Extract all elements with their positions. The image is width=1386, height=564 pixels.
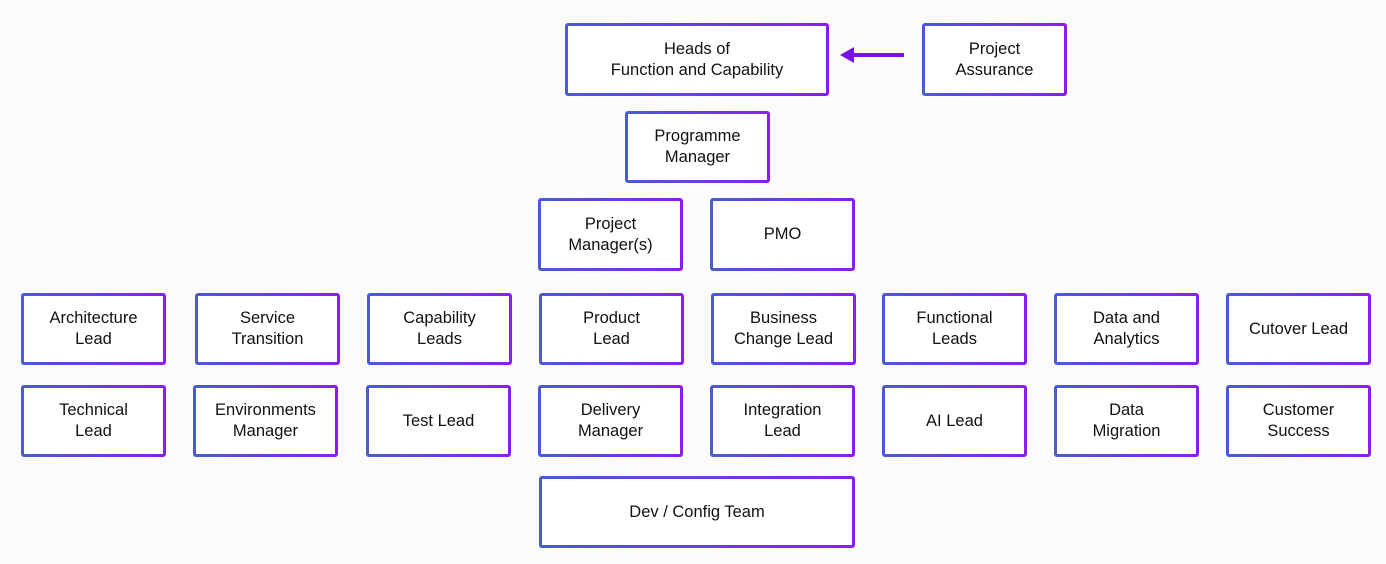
heads-of-function-box: Heads of Function and Capability (565, 23, 829, 96)
dev-config-team-label: Dev / Config Team (629, 502, 765, 521)
pmo-label: PMO (763, 225, 802, 243)
heads-of-function-label: Heads of Function and Capability (610, 39, 784, 79)
capability-leads-box: Capability Leads (367, 293, 512, 365)
test-lead-box: Test Lead (366, 385, 511, 457)
lead-label: Functional Leads (916, 309, 993, 348)
arrow-left-icon (840, 47, 904, 63)
lead-label: Data Migration (1092, 401, 1161, 440)
project-assurance-box: Project Assurance (922, 23, 1067, 96)
data-and-analytics-box: Data and Analytics (1054, 293, 1199, 365)
pmo-box: PMO (710, 198, 855, 271)
architecture-lead-box: Architecture Lead (21, 293, 166, 365)
programme-manager-box: Programme Manager (625, 111, 770, 183)
dev-config-team-box: Dev / Config Team (539, 476, 855, 548)
lead-label: Data and Analytics (1093, 309, 1160, 348)
ai-lead-box: AI Lead (882, 385, 1027, 457)
customer-success-box: Customer Success (1226, 385, 1371, 457)
data-migration-box: Data Migration (1054, 385, 1199, 457)
cutover-lead-box: Cutover Lead (1226, 293, 1371, 365)
lead-label: Test Lead (402, 411, 475, 430)
lead-label: Cutover Lead (1248, 319, 1349, 338)
business-change-lead-box: Business Change Lead (711, 293, 856, 365)
lead-label: Product Lead (583, 309, 640, 348)
lead-label: Environments Manager (215, 401, 316, 440)
integration-lead-box: Integration Lead (710, 385, 855, 457)
product-lead-box: Product Lead (539, 293, 684, 365)
lead-label: Customer Success (1262, 401, 1335, 440)
project-assurance-label: Project Assurance (955, 39, 1034, 79)
lead-label: Capability Leads (403, 309, 476, 348)
technical-lead-box: Technical Lead (21, 385, 166, 457)
project-managers-label: Project Manager(s) (568, 214, 653, 254)
lead-label: AI Lead (926, 411, 983, 430)
project-managers-box: Project Manager(s) (538, 198, 683, 271)
service-transition-box: Service Transition (195, 293, 340, 365)
lead-label: Service Transition (231, 309, 304, 348)
lead-label: Business Change Lead (733, 309, 834, 348)
environments-manager-box: Environments Manager (193, 385, 338, 457)
lead-label: Technical Lead (59, 401, 128, 440)
functional-leads-box: Functional Leads (882, 293, 1027, 365)
programme-manager-label: Programme Manager (654, 127, 741, 166)
lead-label: Integration Lead (743, 401, 822, 440)
lead-label: Architecture Lead (49, 309, 138, 348)
delivery-manager-box: Delivery Manager (538, 385, 683, 457)
lead-label: Delivery Manager (577, 401, 644, 440)
